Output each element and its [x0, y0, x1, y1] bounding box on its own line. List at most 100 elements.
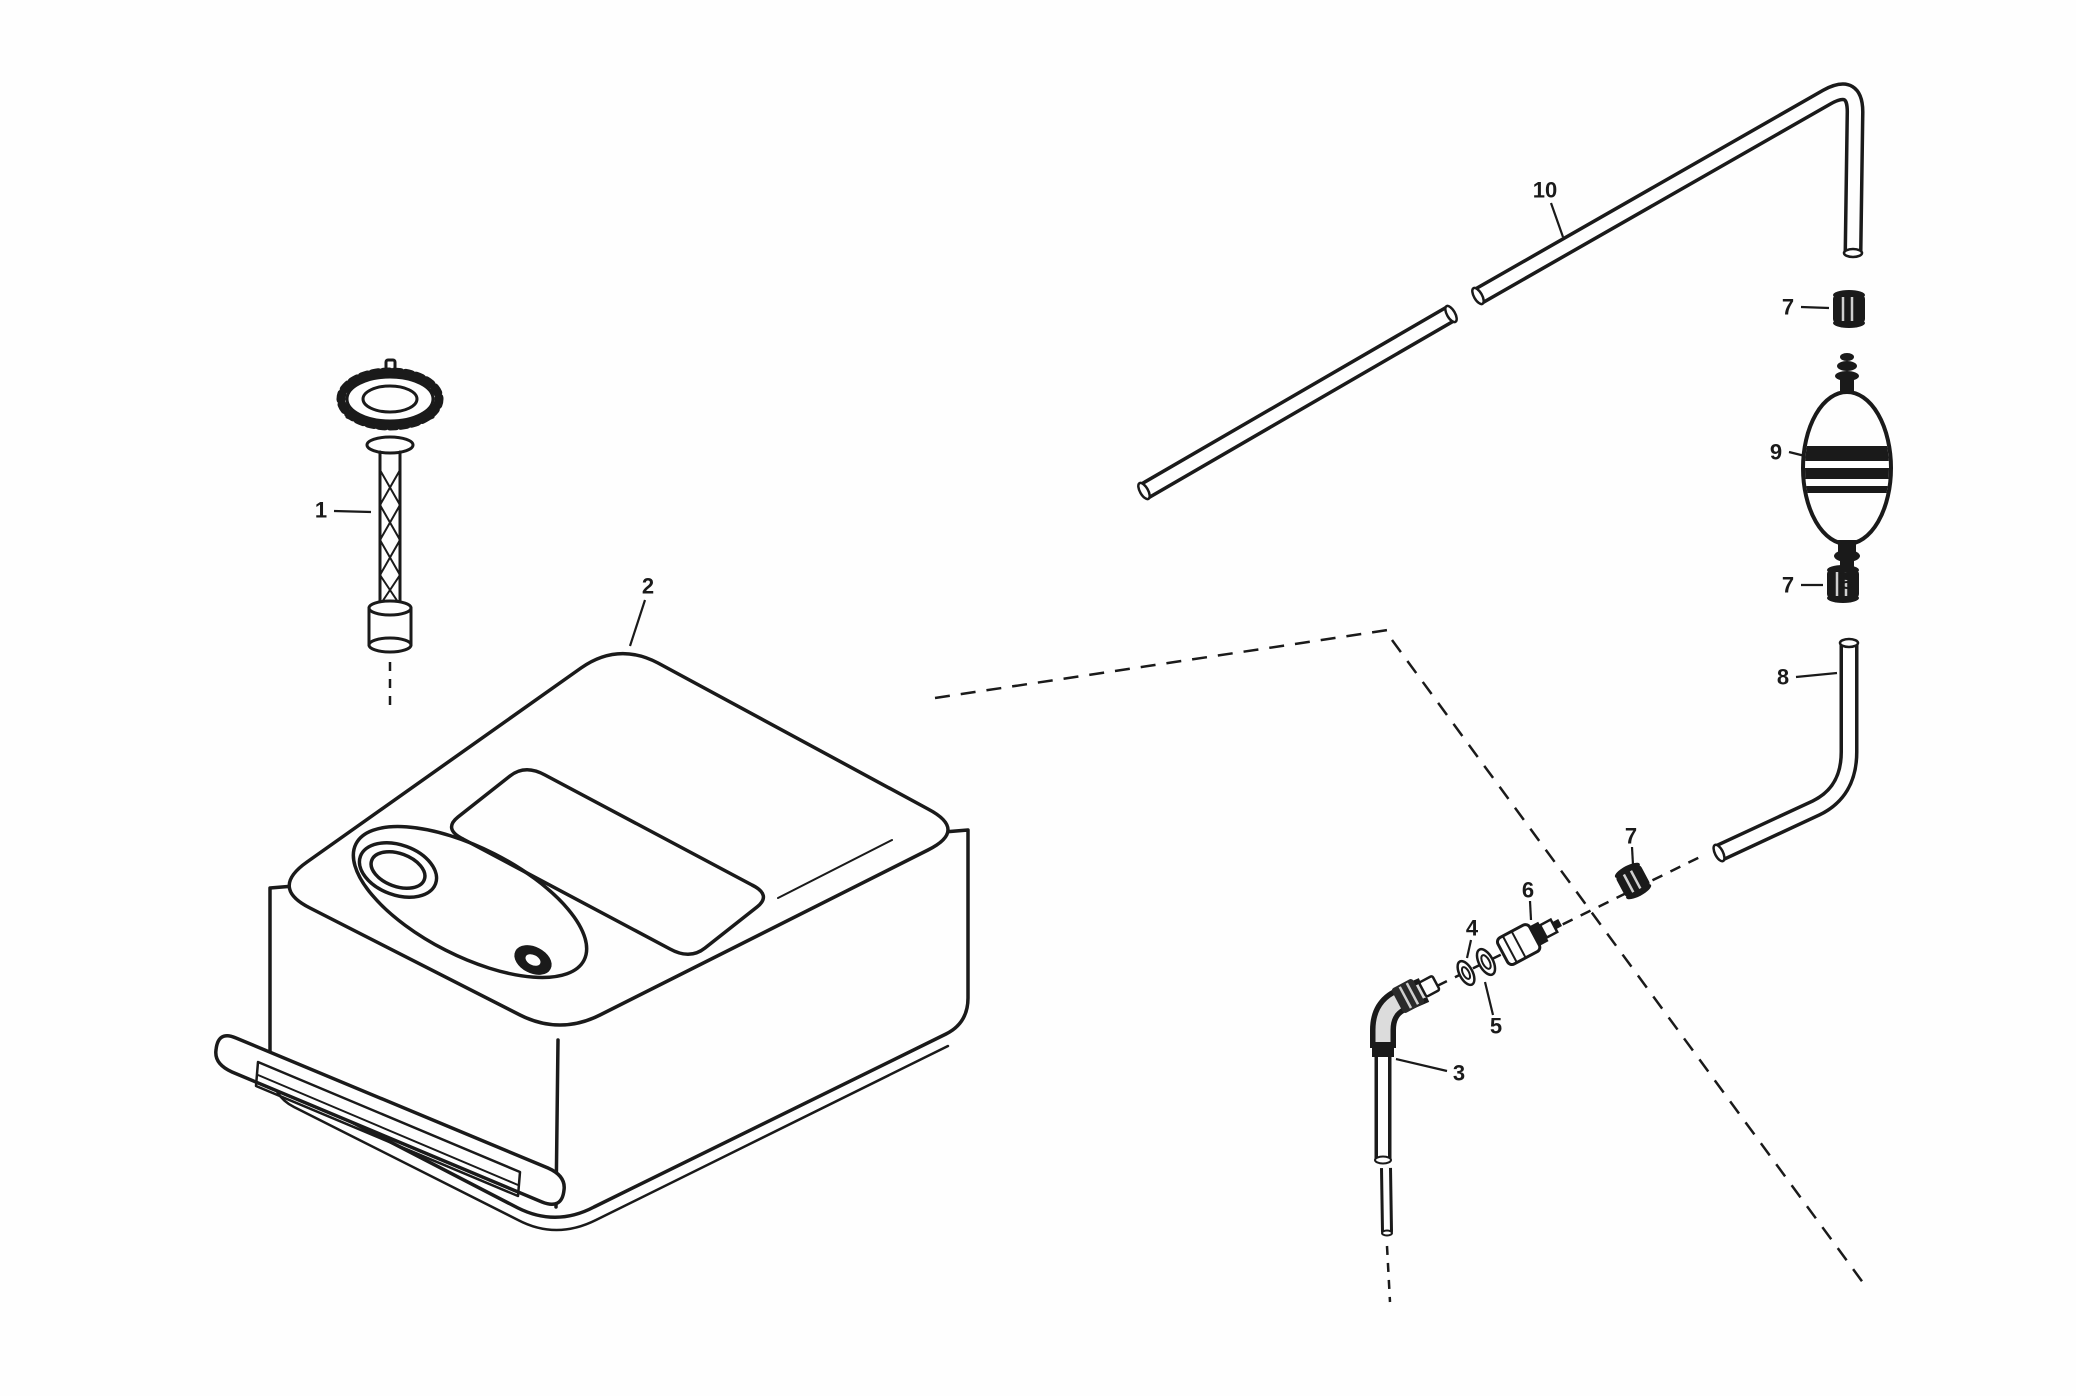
hose10-segment1-core: [1139, 307, 1456, 498]
callout-number: 7: [1782, 573, 1794, 598]
elbow-nut: [1391, 979, 1425, 1013]
cap-base-plate: [365, 435, 415, 455]
callout-number: 2: [642, 574, 654, 599]
callout-number: 1: [315, 498, 327, 523]
washer-inner: [1460, 966, 1472, 980]
fitting-bottom: [1833, 318, 1865, 328]
hose10-lower-opening: [1842, 247, 1864, 259]
bulb-band: [1805, 486, 1889, 493]
callout-leader-line: [1800, 305, 1830, 310]
hose10-break-opening-a: [1444, 304, 1458, 324]
callout-number: 7: [1782, 295, 1794, 320]
callout-fuel-supply-hose: 10: [1533, 178, 1565, 238]
washer-outer: [1456, 959, 1476, 987]
bulb-barb: [1837, 361, 1857, 371]
callout-layer: 1 2 3 4 5 6 7 7 7 8 9 10: [315, 178, 1838, 1086]
gauge-float-top: [367, 599, 413, 617]
callout-number: 5: [1490, 1014, 1502, 1039]
connector-rib: [1510, 930, 1527, 959]
elbow-tip-body: [1418, 975, 1441, 998]
tank-outlet-fitting-hole: [525, 954, 541, 966]
fitting-rib: [1629, 870, 1642, 890]
tank-top-crease: [777, 839, 893, 899]
hose-fitting-upper: [1833, 290, 1865, 328]
fitting-bottom: [1626, 883, 1652, 900]
hose10-end-opening: [1137, 481, 1151, 501]
fuel-gauge-cap-assembly: [336, 358, 444, 654]
bulb-bottom-neck: [1840, 558, 1854, 572]
gauge-stem: [378, 450, 402, 610]
projection-line-upper: [934, 628, 1389, 700]
callout-number: 9: [1770, 440, 1782, 465]
bulb-bottom-stem: [1838, 540, 1856, 552]
callout-number: 4: [1466, 916, 1479, 941]
fuel-connector: [1495, 917, 1563, 967]
callout-gasket: 5: [1483, 981, 1502, 1039]
pickup-tube-break: [1374, 1155, 1392, 1165]
hose8-top-opening: [1838, 637, 1860, 649]
tank-filler-neck-inner: [369, 850, 427, 890]
bulb-tip-opening: [1841, 581, 1853, 589]
callout-leader-line: [1528, 900, 1533, 921]
connector-collar: [1529, 921, 1549, 946]
hose8-end-opening: [1712, 843, 1726, 863]
callout-number: 3: [1453, 1061, 1465, 1086]
gauge-float-sides: [367, 606, 413, 647]
callout-washer: 4: [1466, 916, 1479, 959]
elbow-nut-rib: [1405, 982, 1420, 1005]
tank-handle-grip-line: [257, 1074, 519, 1186]
callout-number: 8: [1777, 665, 1789, 690]
callout-fuel-connector: 6: [1522, 878, 1534, 921]
gasket-outer: [1475, 947, 1497, 977]
gauge-float-bottom: [367, 636, 413, 654]
outlet-hose: [1712, 637, 1860, 863]
cap-inner-ring: [361, 384, 419, 414]
cap-skirt: [345, 403, 435, 429]
tank-top-face: [287, 651, 950, 1027]
pickup-tube-opening: [1381, 1229, 1393, 1237]
callout-leader-line: [333, 509, 372, 514]
bulb-bands: [1805, 446, 1889, 493]
callout-hose-fitting-lower: 7: [1625, 824, 1637, 866]
callout-hose-fitting-upper: 7: [1782, 295, 1830, 320]
fitting-rib: [1622, 873, 1635, 893]
connector-nipple: [1552, 918, 1563, 930]
hose10-segment2-core: [1474, 85, 1861, 303]
cap-top: [345, 375, 435, 423]
pickup-tube-dash: [1385, 1245, 1392, 1303]
callout-primer-bulb: 9: [1770, 440, 1806, 465]
callout-leader-line: [1465, 939, 1473, 959]
bulb-band: [1805, 468, 1889, 479]
callout-elbow-connector-pickup: 3: [1395, 1057, 1465, 1086]
elbow-nut-rib: [1398, 986, 1413, 1009]
washer: [1456, 959, 1476, 987]
projection-line-lower: [1390, 639, 1866, 1285]
gasket: [1475, 947, 1497, 977]
callout-leader-line: [628, 599, 647, 647]
fuel-supply-hose: [1137, 82, 1865, 501]
callout-leader-line: [1788, 450, 1806, 458]
tank-filler-pad: [351, 824, 589, 980]
callout-hose-fitting-middle: 7: [1782, 573, 1823, 598]
hose8-core: [1716, 642, 1855, 859]
callout-leader-line: [1395, 1057, 1448, 1073]
callout-leader-line: [1795, 671, 1838, 679]
bulb-barb: [1840, 353, 1854, 361]
pickup-tube-lower-core: [1383, 1167, 1390, 1233]
tank-filler-neck-outer: [357, 841, 439, 899]
fitting-body: [1833, 295, 1865, 323]
elbow-connector-pickup: [1370, 975, 1441, 1237]
callout-number: 10: [1533, 178, 1557, 203]
callout-leader-line: [1483, 981, 1495, 1016]
primer-bulb: [1801, 353, 1893, 589]
fitting-bottom: [1827, 593, 1859, 603]
callout-number: 6: [1522, 878, 1534, 903]
tank-handle-outer: [214, 1034, 566, 1206]
hose-fitting-lower: [1614, 862, 1652, 900]
callout-leader-line: [1630, 846, 1635, 866]
callout-fuel-tank: 2: [628, 574, 654, 647]
callout-fuel-gauge-cap-assembly: 1: [315, 498, 372, 523]
gasket-inner: [1480, 954, 1492, 970]
